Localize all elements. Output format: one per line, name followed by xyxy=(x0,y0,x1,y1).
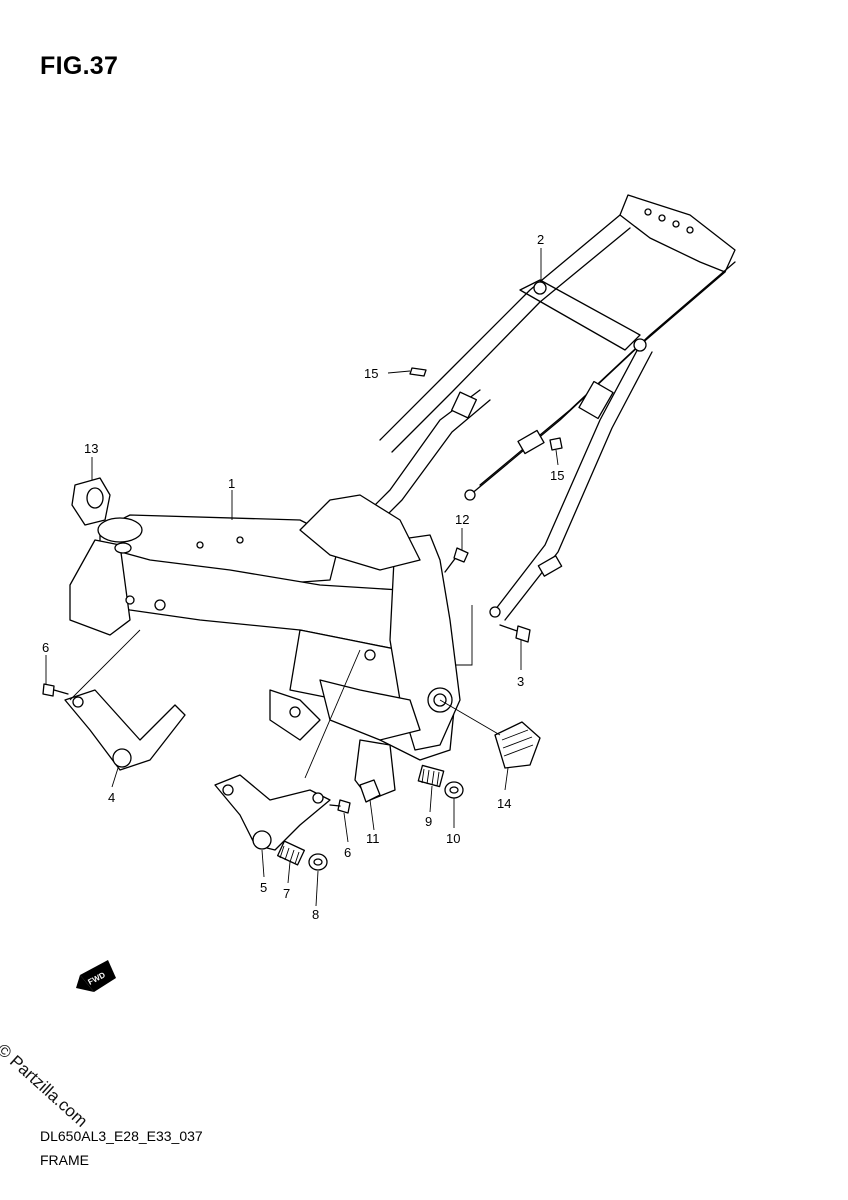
nut-part-10[interactable] xyxy=(444,781,464,799)
callout-15-lower[interactable]: 15 xyxy=(550,468,564,483)
main-frame[interactable] xyxy=(69,494,461,801)
callout-11[interactable]: 11 xyxy=(366,831,380,846)
callout-15-upper[interactable]: 15 xyxy=(364,366,378,381)
callout-1[interactable]: 1 xyxy=(228,476,235,491)
steering-stop-bumper[interactable] xyxy=(71,477,111,526)
callout-9[interactable]: 9 xyxy=(425,814,432,829)
frame-protector-pad[interactable] xyxy=(494,721,541,769)
left-footrest-bracket[interactable] xyxy=(64,689,186,771)
callout-3[interactable]: 3 xyxy=(517,674,524,689)
spacer-part-7[interactable] xyxy=(276,840,306,866)
right-footrest-bracket[interactable] xyxy=(214,774,331,851)
callout-6-right[interactable]: 6 xyxy=(344,845,351,860)
leader-lines xyxy=(45,248,559,907)
callout-13[interactable]: 13 xyxy=(84,441,98,456)
callout-5[interactable]: 5 xyxy=(260,880,267,895)
callout-14[interactable]: 14 xyxy=(497,796,511,811)
bolt-part-12[interactable] xyxy=(444,547,469,573)
callout-6-left[interactable]: 6 xyxy=(42,640,49,655)
bolt-part-6-left[interactable] xyxy=(42,683,69,697)
callout-2[interactable]: 2 xyxy=(537,232,544,247)
callout-4[interactable]: 4 xyxy=(108,790,115,805)
callout-10[interactable]: 10 xyxy=(446,831,460,846)
clip-part-15-upper[interactable] xyxy=(409,367,427,377)
bolt-part-6-right[interactable] xyxy=(329,799,351,814)
spacer-part-11[interactable] xyxy=(359,779,381,803)
callout-12[interactable]: 12 xyxy=(455,512,469,527)
diagram-name: FRAME xyxy=(40,1152,89,1168)
callout-8[interactable]: 8 xyxy=(312,907,319,922)
rear-subframe[interactable] xyxy=(359,194,736,621)
spacer-part-9[interactable] xyxy=(417,764,445,788)
callout-labels: 1 2 3 4 5 6 6 7 8 9 10 11 12 13 14 15 15 xyxy=(42,232,564,922)
figure-title: FIG.37 xyxy=(40,52,119,80)
fwd-arrow-icon: FWD xyxy=(76,960,116,992)
diagram-code: DL650AL3_E28_E33_037 xyxy=(40,1128,203,1144)
bolt-part-3[interactable] xyxy=(499,624,531,643)
clip-part-15-lower[interactable] xyxy=(549,437,563,451)
callout-7[interactable]: 7 xyxy=(283,886,290,901)
nut-part-8[interactable] xyxy=(308,853,328,871)
